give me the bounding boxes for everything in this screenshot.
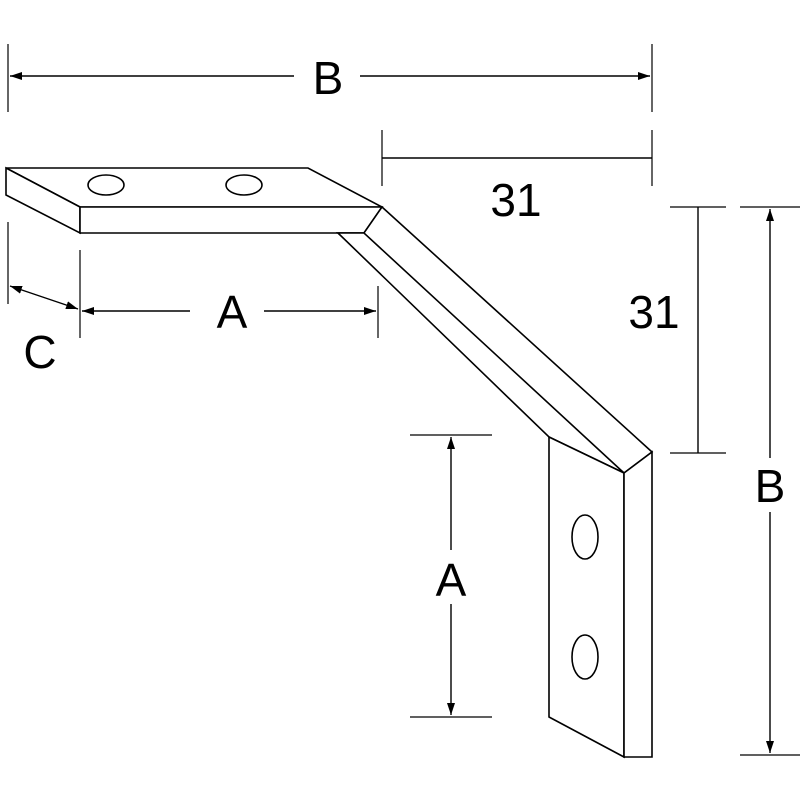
dimension-leg-vertical: A bbox=[410, 434, 492, 718]
vertical-hole-lower bbox=[571, 634, 599, 680]
top-hole-right bbox=[225, 174, 263, 196]
diagonal-strut-edge bbox=[336, 232, 625, 474]
top-flange-front bbox=[79, 206, 384, 234]
dimension-thickness: C bbox=[7, 222, 79, 378]
label-overall-right: B bbox=[755, 460, 786, 512]
vertical-hole-upper bbox=[571, 514, 599, 560]
dimension-offset-top: 31 bbox=[381, 130, 653, 226]
diagonal-strut-face bbox=[335, 205, 654, 475]
top-hole-left bbox=[87, 174, 125, 196]
dimension-overall-top: B bbox=[7, 44, 653, 112]
label-leg-horizontal: A bbox=[217, 286, 248, 338]
dimension-offset-right: 31 bbox=[628, 206, 726, 454]
label-offset-right: 31 bbox=[628, 286, 679, 338]
label-leg-vertical: A bbox=[436, 554, 467, 606]
label-overall-top: B bbox=[313, 52, 344, 104]
dimension-leg-horizontal: A bbox=[79, 250, 379, 338]
vertical-flange-face bbox=[548, 435, 625, 759]
bracket-body bbox=[5, 166, 654, 759]
label-offset-top: 31 bbox=[490, 174, 541, 226]
dimension-overall-right: B bbox=[740, 206, 800, 756]
label-thickness: C bbox=[23, 326, 56, 378]
vertical-flange-edge bbox=[623, 450, 653, 758]
